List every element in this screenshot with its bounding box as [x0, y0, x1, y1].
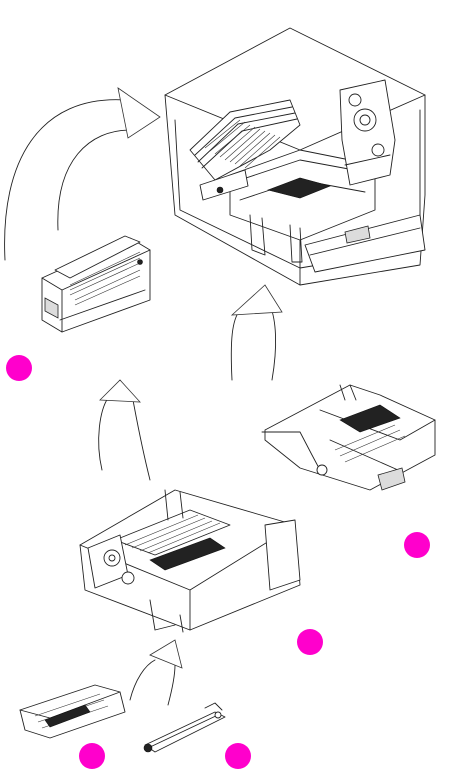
main-frame-assembly [80, 490, 300, 632]
callout-5 [225, 743, 251, 769]
callout-4 [79, 743, 105, 769]
paper-feed-guide [20, 685, 125, 738]
printer-housing [165, 28, 425, 285]
callout-2 [404, 532, 430, 558]
transfer-frame-assembly [262, 385, 435, 490]
fuser-unit [42, 236, 150, 332]
callout-1 [6, 355, 32, 381]
feed-roller-part [144, 703, 225, 752]
callout-3 [297, 629, 323, 655]
